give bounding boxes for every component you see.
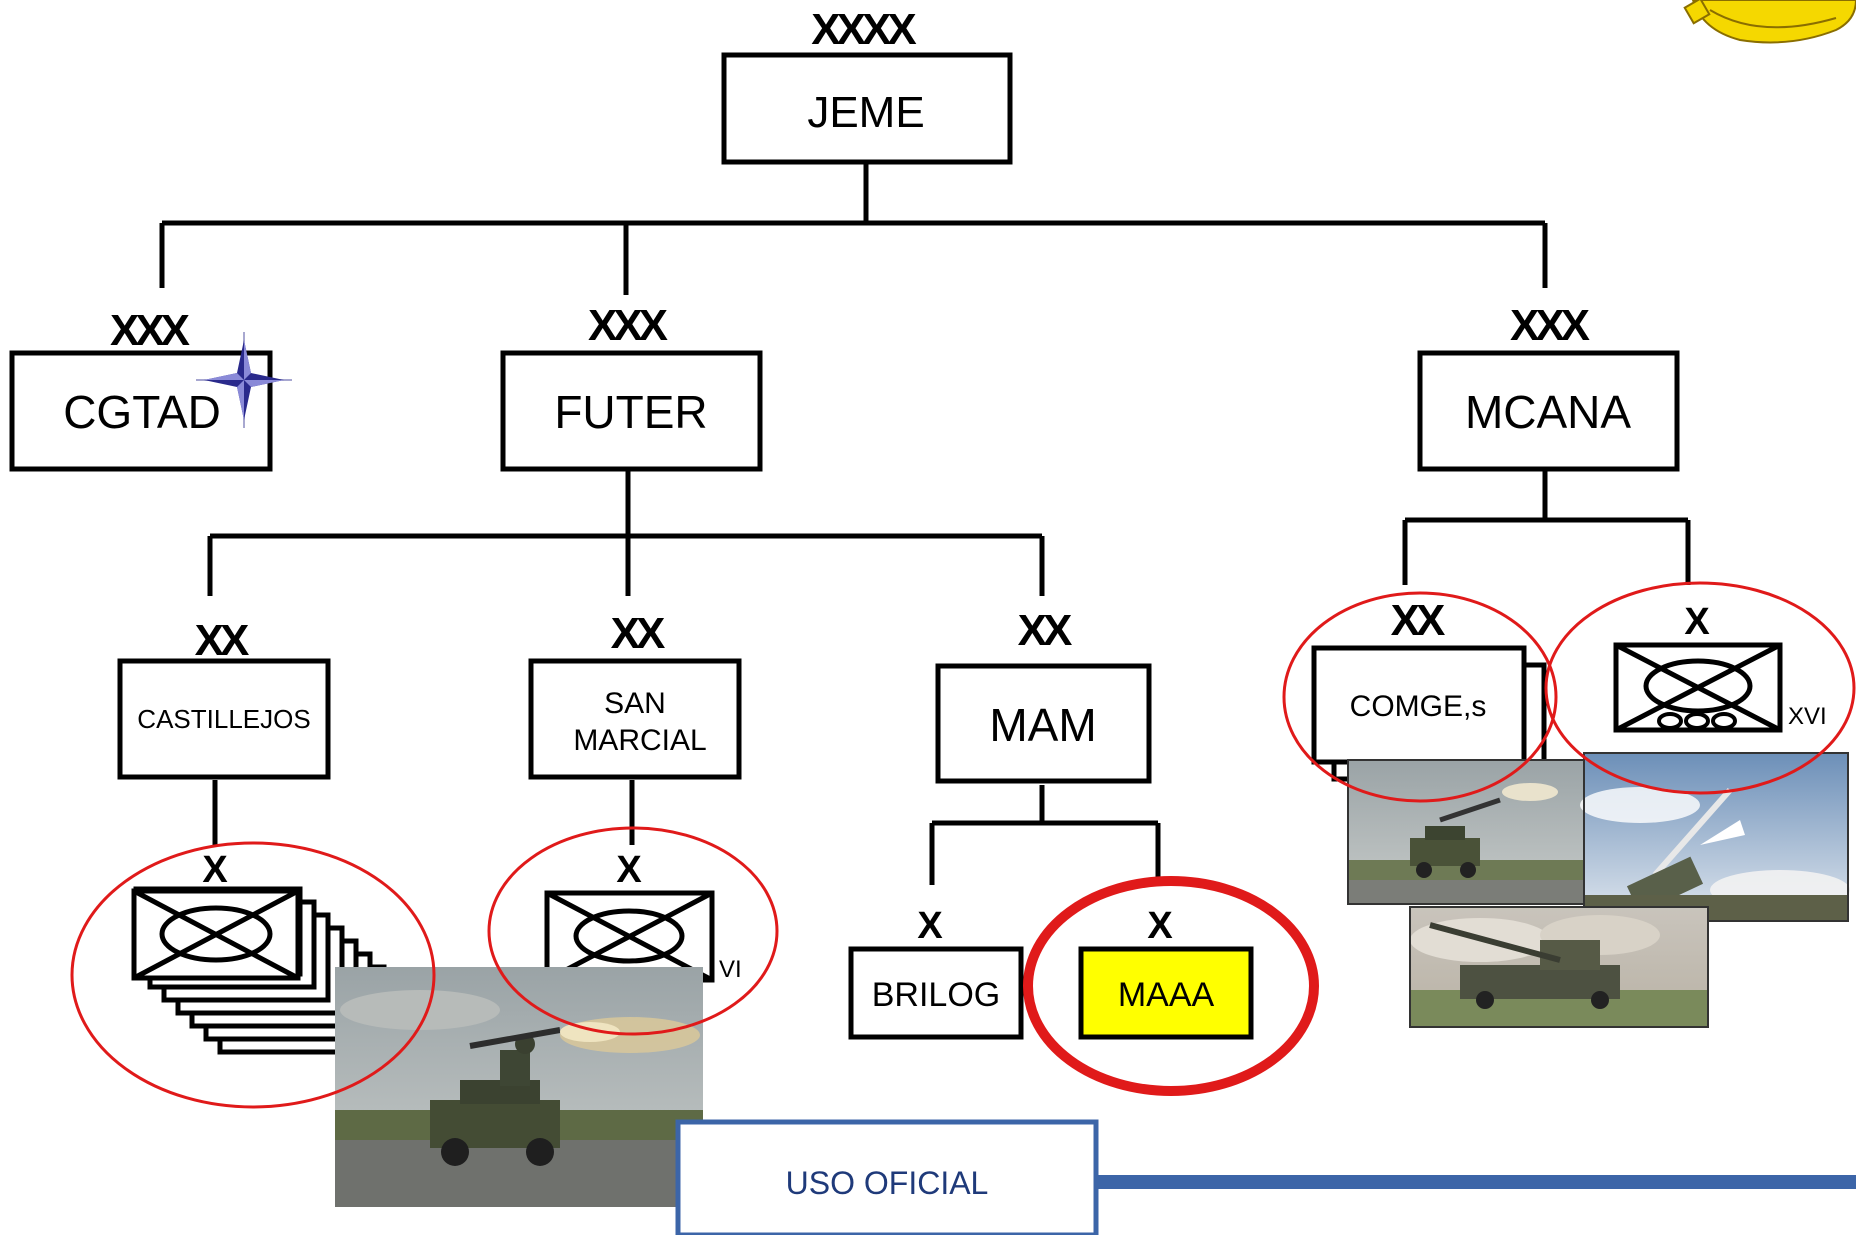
org-connectors (159, 163, 1691, 885)
echelon-mark-cgtad: XXX (110, 306, 190, 355)
footer-classification-label: USO OFICIAL (786, 1165, 989, 1201)
photo-vamtac-mistral-launch-large (335, 967, 703, 1207)
unit-box-san-marcial: SAN MARCIAL (528, 658, 742, 780)
echelon-mark-maaa: X (1147, 905, 1173, 947)
unit-label-san-marcial-line2: MARCIAL (573, 724, 706, 757)
echelon-mark-san-marcial-aa: X (616, 849, 642, 891)
unit-box-cgtad: CGTAD (9, 350, 273, 472)
unit-label-maaa: MAAA (1118, 976, 1215, 1014)
echelon-mark-jeme: XXXX (811, 5, 916, 54)
footer-rule (1096, 1175, 1856, 1189)
unit-label-san-marcial-line1: SAN (604, 687, 666, 720)
unit-label-jeme: JEME (807, 88, 924, 137)
roman-numeral-san-marcial-aa: VI (719, 956, 742, 983)
nato-compass-star-icon (196, 332, 292, 428)
footer-classification-box: USO OFICIAL (675, 1119, 1099, 1235)
unit-box-futer: FUTER (500, 350, 763, 472)
echelon-mark-brilog: X (917, 905, 943, 947)
echelon-mark-san-marcial: XX (611, 609, 665, 658)
roman-numeral-mcana-aa: XVI (1788, 703, 1827, 730)
unit-box-mam: MAM (935, 663, 1152, 784)
photo-vamtac-mistral-launch-small (1347, 759, 1597, 905)
unit-label-cgtad: CGTAD (63, 386, 221, 438)
unit-label-mam: MAM (989, 699, 1096, 751)
unit-box-maaa: MAAA (1078, 946, 1254, 1040)
unit-label-mcana: MCANA (1465, 386, 1631, 438)
highlight-ellipse-castillejos (70, 841, 436, 1109)
echelon-mark-castillejos: XX (195, 616, 249, 665)
unit-box-mcana: MCANA (1417, 350, 1680, 472)
unit-box-brilog: BRILOG (848, 946, 1024, 1040)
highlight-ellipse-comges (1282, 591, 1558, 803)
unit-label-futer: FUTER (554, 386, 707, 438)
echelon-mark-mam: XX (1018, 606, 1072, 655)
highlight-ellipse-mcana-aa (1544, 581, 1856, 795)
echelon-mark-futer: XXX (588, 301, 668, 350)
highlight-ellipse-maaa (1023, 876, 1319, 1096)
unit-label-comges: COMGE,s (1350, 690, 1487, 723)
highlight-ellipse-san-marcial (487, 826, 779, 1036)
unit-box-castillejos: CASTILLEJOS (117, 658, 331, 780)
highlight-ellipses (70, 581, 1856, 1109)
echelon-mark-comges: XX (1391, 596, 1445, 645)
air-defence-unit-symbol-san-marcial (544, 890, 715, 983)
unit-label-brilog: BRILOG (872, 976, 1000, 1014)
unit-box-jeme: JEME (721, 52, 1013, 165)
unit-label-castillejos: CASTILLEJOS (137, 704, 310, 734)
air-defence-unit-symbol-mcana: XVI (1613, 642, 1827, 733)
echelon-mark-castillejos-brigades: X (202, 849, 228, 891)
echelon-mark-mcana: XXX (1510, 301, 1590, 350)
army-crest-icon (1683, 0, 1856, 44)
photo-air-defence-gun-firing (1409, 906, 1709, 1028)
echelon-mark-mcana-aa: X (1684, 601, 1710, 643)
